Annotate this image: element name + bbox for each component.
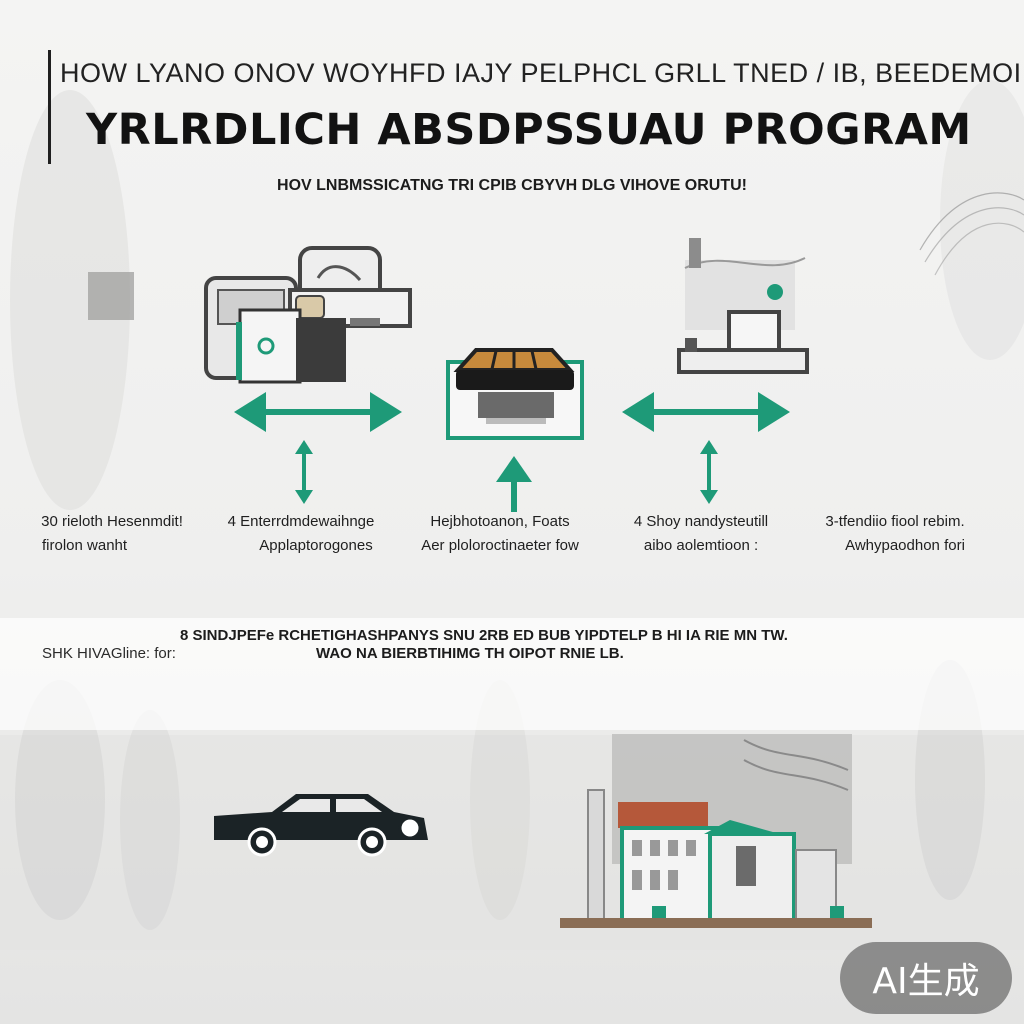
step-label-line1: 3-tfendiio fiool rebim. (825, 513, 965, 530)
factory-equipment-icon (677, 238, 809, 374)
step-label-line1: 30 rieloth Hesenmdit! (41, 513, 183, 530)
header-kicker: HOW LYANO ONOV WOYHFD IAJY PELPHCL GRLL … (60, 58, 1022, 88)
step-label-line1: Hejbhotoanon, Foats (430, 513, 570, 530)
step-label-line1: 4 Shoy nandysteutill (633, 513, 769, 530)
step-label-line2: Applaptorogones (259, 537, 373, 554)
up-arrow-icon (496, 456, 532, 512)
double-arrow-icon (295, 440, 313, 504)
step-label-line2: aibo aolemtioon : (643, 537, 759, 554)
machine-icon (204, 246, 412, 384)
double-arrow-icon (622, 392, 790, 432)
step-label-line2: Aer ploloroctinaeter fow (421, 537, 579, 554)
info-band (0, 618, 1024, 730)
step-label: Hejbhotoanon, Foats Aer ploloroctinaeter… (400, 510, 600, 558)
page-title: YRLRDLICH ABSDPSSUAU PROGRAM (86, 105, 972, 155)
info-line-2: WAO NA BIERBTIHIMG TH OIPOT RNIE LB. (316, 645, 624, 662)
step-label-line1: 4 Enterrdmdewaihnge (227, 513, 375, 530)
step-label: 3-tfendiio fiool rebim. Awhypaodhon fori (800, 510, 990, 558)
info-left-label: SHK HIVAGline: for: (42, 645, 176, 662)
step-label-line2: Awhypaodhon fori (845, 537, 965, 554)
step-label: 4 Enterrdmdewaihnge Applaptorogones (206, 510, 396, 558)
conveyor-device-icon (446, 348, 584, 440)
double-arrow-icon (234, 392, 402, 432)
ai-generated-badge: AI生成 (840, 942, 1012, 1014)
building-icon (560, 734, 872, 928)
info-line-1: 8 SINDJPEFe RCHETIGHASHPANYS SNU 2RB ED … (180, 627, 788, 644)
step-label: 30 rieloth Hesenmdit! firolon wanht (22, 510, 202, 558)
car-icon (214, 794, 428, 857)
header-accent-bar (48, 50, 51, 164)
step-label-line2: firolon wanht (42, 537, 128, 554)
double-arrow-icon (700, 440, 718, 504)
step-label: 4 Shoy nandysteutill aibo aolemtioon : (606, 510, 796, 558)
page-subtitle: HOV LNBMSSICATNG TRI CPIB CBYVH DLG VIHO… (277, 177, 747, 194)
